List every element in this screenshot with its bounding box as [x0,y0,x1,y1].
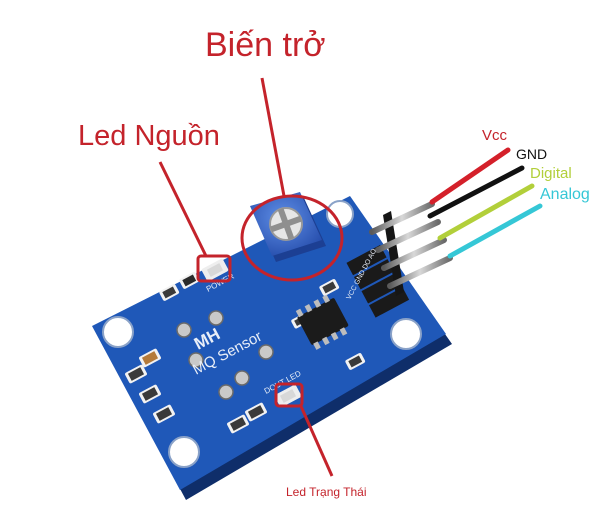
power-led-callout-line [158,161,208,257]
mount-hole [103,317,133,347]
smd-components [125,272,366,434]
status-led-callout-box [274,382,304,408]
wire-analog [447,203,543,259]
label-led-nguon: Led Nguồn [78,120,220,152]
mount-hole [327,201,353,227]
status-led [274,384,302,408]
mount-hole [169,437,199,467]
pcb-board: MH MQ Sensor POWER DOUT LED VCC GND DO A… [92,192,453,500]
label-led-trang-thai: Led Trạng Thái [286,485,367,499]
power-led [201,258,229,282]
label-vcc: Vcc [482,127,508,144]
wire-gnd [427,165,525,219]
label-gnd: GND [516,146,548,162]
status-led-callout-line [298,403,334,477]
header-pins [346,201,453,318]
potentiometer [250,192,326,262]
label-bien-tro: Biến trở [205,26,326,64]
wire-digital [437,183,535,241]
label-digital: Digital [530,165,572,182]
pot-callout-line [260,77,286,197]
label-analog: Analog [540,186,590,203]
pot-callout-circle [240,194,344,282]
wire-vcc [429,147,511,205]
sensor-pads [176,310,274,400]
power-led-callout-box [196,254,232,283]
mount-hole [391,319,421,349]
ic-chip [295,294,349,350]
annotations [158,77,344,477]
wires [427,147,543,259]
